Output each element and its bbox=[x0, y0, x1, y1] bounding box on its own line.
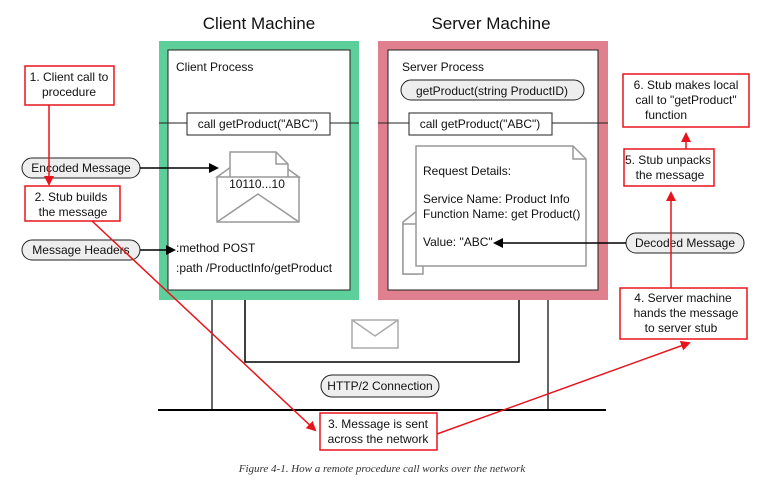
step-5-box: 5. Stub unpacks the message bbox=[623, 148, 715, 187]
network-wires bbox=[158, 290, 606, 411]
server-call-box bbox=[408, 112, 553, 136]
figure-caption: Figure 4-1. How a remote procedure call … bbox=[238, 463, 527, 475]
step-2-box: 2. Stub builds the message bbox=[24, 185, 121, 222]
svg-text:call to "getProduct": call to "getProduct" bbox=[635, 93, 736, 107]
path-header: :path /ProductInfo/getProduct bbox=[176, 261, 333, 275]
step-6-box: 6. Stub makes local call to "getProduct"… bbox=[622, 73, 750, 128]
svg-text:3. Message is sent: 3. Message is sent bbox=[328, 417, 429, 431]
request-details-title: Request Details: bbox=[423, 164, 511, 178]
envelope-icon: 10110...10 bbox=[214, 151, 302, 223]
step-1-box: 1. Client call to procedure bbox=[24, 65, 115, 106]
server-signature-pill bbox=[400, 79, 585, 101]
server-process-label: Server Process bbox=[402, 60, 484, 74]
client-machine-title: Client Machine bbox=[203, 14, 315, 33]
server-signature-label: getProduct(string ProductID) bbox=[416, 84, 568, 98]
method-header: :method POST bbox=[176, 241, 256, 255]
http2-pill bbox=[320, 374, 440, 398]
function-name-line: Function Name: get Product() bbox=[423, 207, 580, 221]
request-details-document: Request Details: Service Name: Product I… bbox=[402, 145, 587, 275]
svg-text:across the network: across the network bbox=[328, 432, 430, 446]
step-arrows bbox=[44, 105, 691, 435]
svg-text:2. Stub builds: 2. Stub builds bbox=[35, 190, 108, 204]
service-name-line: Service Name: Product Info bbox=[423, 192, 570, 206]
transit-envelope-icon bbox=[351, 319, 399, 349]
svg-text:4. Server machine: 4. Server machine bbox=[634, 291, 732, 305]
message-headers-label: Message Headers bbox=[32, 243, 129, 257]
svg-text:to server stub: to server stub bbox=[645, 321, 718, 335]
decoded-message-label: Decoded Message bbox=[635, 236, 735, 250]
svg-text:hands the message: hands the message bbox=[634, 306, 739, 320]
step-4-box: 4. Server machine hands the message to s… bbox=[619, 287, 748, 340]
encoded-message-label: Encoded Message bbox=[31, 161, 131, 175]
svg-text:1. Client call to: 1. Client call to bbox=[30, 70, 109, 84]
server-machine-title: Server Machine bbox=[431, 14, 550, 33]
client-call-label: call getProduct("ABC") bbox=[198, 117, 319, 131]
svg-text:the message: the message bbox=[636, 168, 705, 182]
svg-text:5. Stub unpacks: 5. Stub unpacks bbox=[625, 153, 711, 167]
step-3-box: 3. Message is sent across the network bbox=[319, 412, 438, 451]
value-line: Value: "ABC" bbox=[423, 235, 493, 249]
svg-text:the message: the message bbox=[39, 205, 108, 219]
client-call-box bbox=[186, 112, 331, 136]
svg-text:function: function bbox=[645, 108, 687, 122]
server-call-label: call getProduct("ABC") bbox=[420, 117, 541, 131]
envelope-text: 10110...10 bbox=[229, 177, 285, 191]
svg-text:procedure: procedure bbox=[42, 85, 96, 99]
http2-label: HTTP/2 Connection bbox=[327, 379, 432, 393]
client-process-label: Client Process bbox=[176, 60, 253, 74]
svg-text:6. Stub makes local: 6. Stub makes local bbox=[634, 78, 739, 92]
